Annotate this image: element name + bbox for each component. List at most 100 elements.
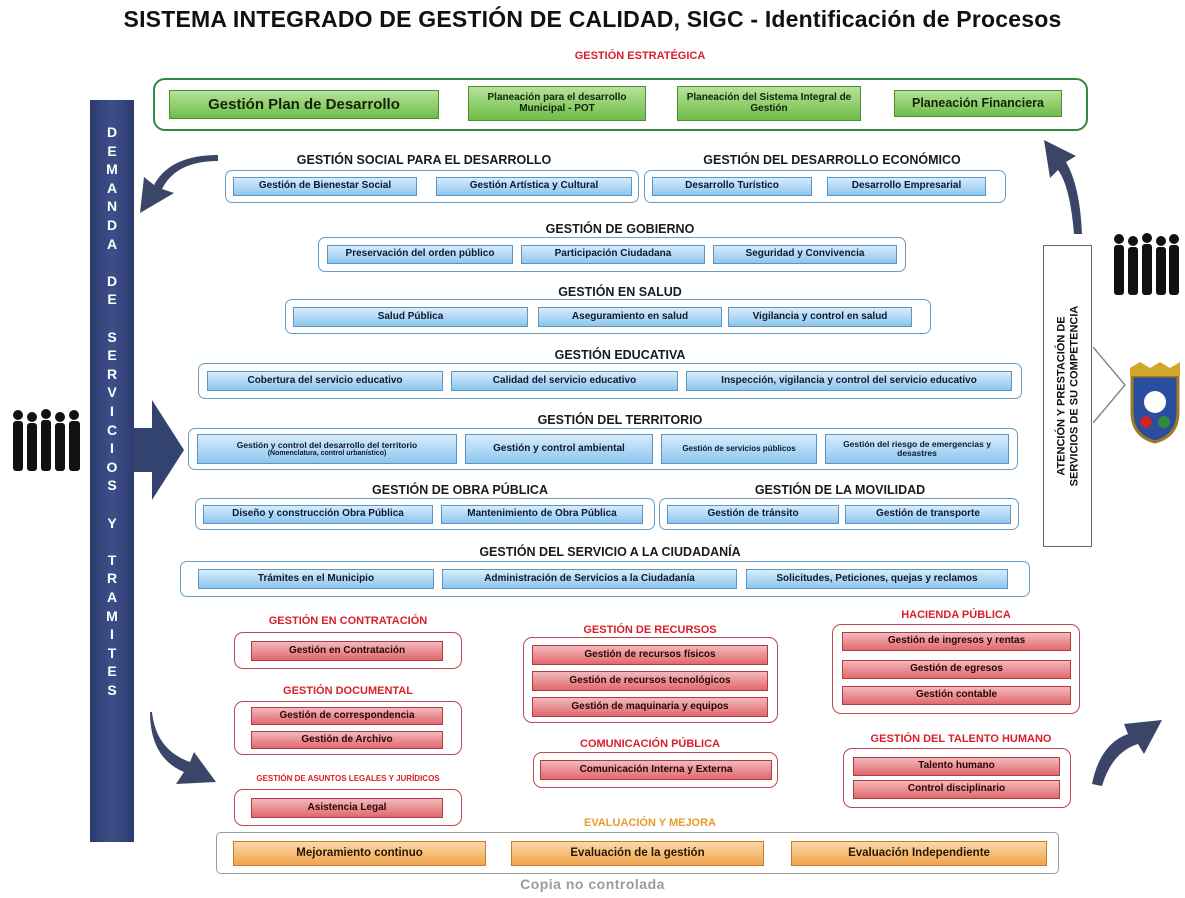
- process-box: Evaluación Independiente: [791, 841, 1047, 866]
- process-box: Administración de Servicios a la Ciudada…: [442, 569, 737, 589]
- process-box: Salud Pública: [293, 307, 528, 327]
- process-box: Gestión de servicios públicos: [661, 434, 817, 464]
- section-heading-talento: GESTIÓN DEL TALENTO HUMANO: [870, 733, 1052, 745]
- process-box: Seguridad y Convivencia: [713, 245, 897, 264]
- process-box: Calidad del servicio educativo: [451, 371, 678, 391]
- coat-of-arms-icon: [1130, 362, 1180, 444]
- vertical-bar-letter: S: [107, 682, 117, 698]
- section-heading-evaluacion: EVALUACIÓN Y MEJORA: [583, 817, 717, 829]
- process-box: Desarrollo Empresarial: [827, 177, 986, 196]
- process-box: Planeación Financiera: [894, 90, 1062, 117]
- process-box: Gestión de Bienestar Social: [233, 177, 417, 196]
- process-box: Gestión de ingresos y rentas: [842, 632, 1071, 651]
- vertical-bar-letter: E: [107, 291, 117, 308]
- vertical-bar-letter: M: [106, 607, 118, 624]
- process-box: Gestión de recursos tecnológicos: [532, 671, 768, 691]
- vertical-bar-letter: A: [106, 589, 118, 605]
- process-box: Inspección, vigilancia y control del ser…: [686, 371, 1012, 391]
- vertical-bar-letter: I: [110, 440, 114, 457]
- vertical-bar-letter: M: [106, 161, 118, 178]
- process-box: Preservación del orden público: [327, 245, 513, 264]
- vertical-bar-letter: O: [106, 458, 118, 475]
- vertical-bar-letter: T: [107, 551, 117, 568]
- process-box: Diseño y construcción Obra Pública: [203, 505, 433, 524]
- section-heading-social: GESTIÓN SOCIAL PARA EL DESARROLLO: [296, 153, 552, 167]
- process-box: Trámites en el Municipio: [198, 569, 434, 589]
- panel-movilidad: [659, 498, 1019, 530]
- vertical-bar-letter: D: [106, 272, 118, 289]
- section-heading-territorio: GESTIÓN DEL TERRITORIO: [537, 413, 703, 427]
- process-box: Gestión Artística y Cultural: [436, 177, 632, 196]
- process-box: Cobertura del servicio educativo: [207, 371, 443, 391]
- process-box: Solicitudes, Peticiones, quejas y reclam…: [746, 569, 1008, 589]
- vertical-bar-letter: R: [106, 365, 118, 382]
- vertical-bar-letter: S: [107, 477, 117, 494]
- process-box: Gestión del riesgo de emergencias y desa…: [825, 434, 1009, 464]
- process-box: Gestión de egresos: [842, 660, 1071, 679]
- process-box: Planeación para el desarrollo Municipal …: [468, 86, 646, 121]
- process-box: Comunicación Interna y Externa: [540, 760, 772, 780]
- vertical-bar-letter: N: [106, 198, 118, 215]
- people-group-icon: [13, 409, 80, 471]
- process-box: Asistencia Legal: [251, 798, 443, 818]
- curved-arrow-icon: [1092, 720, 1162, 786]
- process-box: Vigilancia y control en salud: [728, 307, 912, 327]
- vertical-bar-letter: E: [107, 347, 117, 364]
- process-box: Gestión de tránsito: [667, 505, 839, 524]
- process-box: Gestión en Contratación: [251, 641, 443, 661]
- vertical-bar-letter: A: [106, 179, 118, 196]
- process-box: Planeación del Sistema Integral de Gesti…: [677, 86, 861, 121]
- vertical-bar-letter: I: [110, 626, 114, 643]
- service-attention-box: ATENCIÓN Y PRESTACIÓN DE SERVICIOS DE SU…: [1043, 245, 1092, 547]
- section-heading-gobierno: GESTIÓN DE GOBIERNO: [545, 222, 695, 236]
- service-attention-line: ATENCIÓN Y PRESTACIÓN DE: [1054, 316, 1067, 476]
- people-group-icon: [1114, 233, 1179, 295]
- section-heading-recursos: GESTIÓN DE RECURSOS: [583, 624, 717, 636]
- section-heading-salud: GESTIÓN EN SALUD: [558, 285, 682, 299]
- curved-arrow-icon: [1044, 140, 1082, 234]
- footer-note: Copia no controlada: [520, 876, 665, 892]
- curved-arrow-icon: [150, 712, 216, 784]
- section-heading-obra: GESTIÓN DE OBRA PÚBLICA: [372, 483, 548, 497]
- section-heading-movilidad: GESTIÓN DE LA MOVILIDAD: [754, 483, 926, 497]
- process-box: Participación Ciudadana: [521, 245, 705, 264]
- process-box: Control disciplinario: [853, 780, 1060, 799]
- page-title: SISTEMA INTEGRADO DE GESTIÓN DE CALIDAD,…: [123, 6, 1062, 32]
- section-heading-contratacion: GESTIÓN EN CONTRATACIÓN: [268, 615, 428, 627]
- process-box: Mejoramiento continuo: [233, 841, 486, 866]
- process-box: Evaluación de la gestión: [511, 841, 764, 866]
- section-heading-educativa: GESTIÓN EDUCATIVA: [554, 348, 686, 362]
- process-box: Gestión de maquinaria y equipos: [532, 697, 768, 717]
- process-box: Gestión de recursos físicos: [532, 645, 768, 665]
- vertical-bar-letter: V: [107, 384, 117, 401]
- process-box: Desarrollo Turístico: [652, 177, 812, 196]
- vertical-bar-letter: S: [107, 328, 117, 345]
- curved-arrow-icon: [140, 155, 218, 213]
- process-box: Gestión de transporte: [845, 505, 1011, 524]
- right-arrow-icon: [1093, 346, 1126, 424]
- vertical-bar-letter: C: [106, 421, 118, 438]
- vertical-bar-letter: D: [106, 217, 118, 233]
- process-box: Talento humano: [853, 757, 1060, 776]
- process-box-label: Gestión y control del desarrollo del ter…: [236, 439, 418, 450]
- vertical-bar-letter: Y: [107, 514, 117, 531]
- section-heading-ciudadania: GESTIÓN DEL SERVICIO A LA CIUDADANÍA: [479, 545, 741, 559]
- process-box: Aseguramiento en salud: [538, 307, 722, 327]
- section-heading-economico: GESTIÓN DEL DESARROLLO ECONÓMICO: [703, 153, 961, 167]
- vertical-bar-letter: R: [106, 570, 118, 587]
- section-heading-estrategica: GESTIÓN ESTRATÉGICA: [574, 50, 706, 62]
- section-heading-comunicacion: COMUNICACIÓN PÚBLICA: [580, 738, 720, 750]
- process-box: Gestión de correspondencia: [251, 707, 443, 725]
- service-attention-line: SERVICIOS DE SU COMPETENCIA: [1067, 305, 1080, 487]
- process-box-sublabel: (Nomenclatura, control urbanístico): [267, 449, 387, 457]
- process-box: Gestión contable: [842, 686, 1071, 705]
- section-heading-hacienda: HACIENDA PÚBLICA: [901, 609, 1011, 621]
- vertical-bar-letter: A: [106, 235, 118, 252]
- process-box: Gestión Plan de Desarrollo: [169, 90, 439, 119]
- vertical-bar-letter: T: [107, 644, 117, 661]
- right-arrow-icon: [134, 400, 184, 500]
- process-box: Gestión de Archivo: [251, 731, 443, 749]
- process-box: Gestión y control ambiental: [465, 434, 653, 464]
- section-heading-documental: GESTIÓN DOCUMENTAL: [283, 685, 413, 697]
